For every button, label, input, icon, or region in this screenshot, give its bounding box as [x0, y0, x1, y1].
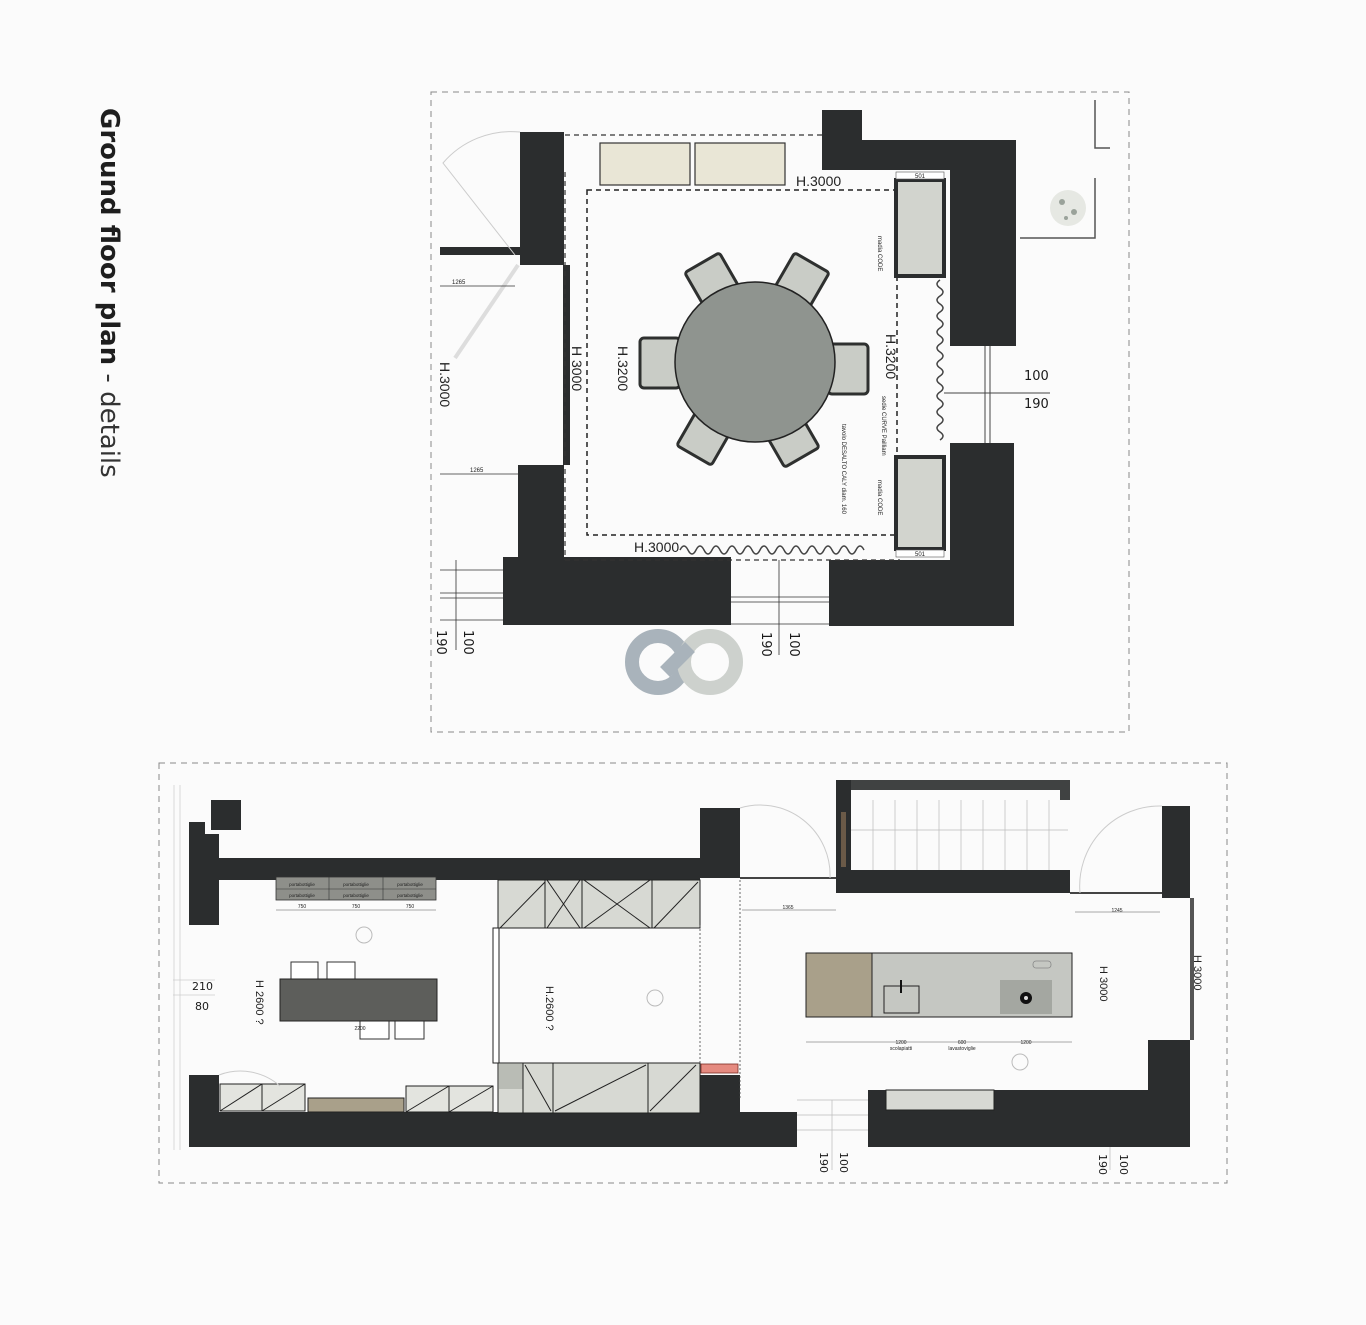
pantry-cabinets — [492, 879, 701, 1114]
height-living: H 2600 ? — [253, 980, 265, 1025]
sideboard-bottom — [894, 455, 946, 558]
dim-100-right: 100 — [786, 632, 801, 657]
curtain — [679, 545, 865, 555]
sideboard-label-bottom: madia CODE — [876, 480, 882, 515]
storage-grid — [851, 800, 1068, 870]
wine-rack-label: portabottiglie — [289, 882, 315, 887]
dim-190-left: 190 — [433, 630, 448, 655]
island-label-dishwasher: lavastoviglie — [948, 1046, 975, 1052]
round-dining-table — [674, 281, 836, 443]
height-left-inner: H 3000 — [569, 346, 585, 391]
person-icons — [355, 926, 1029, 1071]
plan-frame-bottom — [158, 762, 1228, 1184]
wine-rack-label: portabottiglie — [397, 893, 423, 898]
door-dim: 1365 — [782, 905, 793, 911]
dim-100-bottom-right: 100 — [1117, 1154, 1130, 1175]
dim-190-right: 190 — [758, 632, 773, 657]
height-left-outer: H.3000 — [437, 362, 453, 407]
wine-rack-label: portabottiglie — [343, 893, 369, 898]
wine-rack-width: 750 — [298, 904, 307, 910]
dim-lines-bottom-left — [440, 560, 829, 655]
sideboard-width-top: 501 — [915, 174, 926, 180]
living-table — [279, 961, 438, 1040]
height-rug-right: H.3200 — [883, 334, 899, 379]
height-bottom: H.3000 — [634, 539, 679, 555]
door-dim-top: 1265 — [452, 280, 466, 286]
table-width: 2200 — [354, 1026, 365, 1032]
height-top: H.3000 — [796, 173, 841, 189]
walls-bottom — [189, 780, 1190, 1147]
island-dim: 1200 — [1020, 1040, 1031, 1046]
wine-rack-width: 750 — [406, 904, 415, 910]
dim-190-window: 190 — [1024, 397, 1049, 412]
accent-panel — [700, 1063, 739, 1074]
dim-100-left: 100 — [460, 630, 475, 655]
door-dim-bottom: 1265 — [470, 468, 484, 474]
door-swing — [442, 131, 521, 256]
exterior-outline — [1020, 100, 1110, 239]
height-rug-left: H.3200 — [615, 346, 631, 391]
height-pantry: H.2600 ? — [543, 986, 555, 1031]
window-bench — [885, 1089, 995, 1111]
sideboard-top — [894, 171, 946, 278]
dim-190-bottom: 190 — [817, 1152, 830, 1173]
sideboard-label-top: madia CODE — [876, 236, 882, 271]
dim-100-window: 100 — [1024, 369, 1049, 384]
height-window: H 3000 — [1191, 955, 1203, 990]
wine-rack-width: 750 — [352, 904, 361, 910]
wine-rack — [275, 876, 437, 901]
wine-rack-label: portabottiglie — [397, 882, 423, 887]
wine-rack-label: portabottiglie — [343, 882, 369, 887]
window-right — [944, 346, 1050, 443]
rug-outline — [586, 189, 898, 536]
plant-icon — [1050, 190, 1086, 226]
base-cabinets-left — [219, 1083, 494, 1113]
watermark-logo — [625, 629, 743, 695]
dim-190-bottom-right: 190 — [1096, 1154, 1109, 1175]
island-dim: 600 — [958, 1040, 967, 1046]
kitchen-island — [805, 952, 1073, 1018]
dining-room-plan: 501 501 H.3000 H.3000 H.3000 H 3000 H.32… — [430, 91, 1130, 733]
door-dim: 1245 — [1111, 908, 1122, 914]
table-label: tavolo DESALTO CALY diam. 160 — [840, 424, 846, 515]
island-label-drainer: scolapiatti — [890, 1046, 912, 1052]
sofa — [599, 142, 786, 186]
dim-100-bottom: 100 — [837, 1152, 850, 1173]
left-dim-210: 210 — [192, 980, 213, 993]
island-dim: 1200 — [895, 1040, 906, 1046]
curtain-right — [936, 279, 944, 441]
walls — [440, 110, 1016, 626]
left-dim-80: 80 — [195, 1000, 209, 1013]
plan-frame — [430, 91, 1130, 733]
sideboard-width-bottom: 501 — [915, 552, 926, 558]
height-kitchen: H 3000 — [1097, 966, 1109, 1001]
chair-label: sedie CURVE Pailliam — [880, 396, 886, 456]
wine-rack-label: portabottiglie — [289, 893, 315, 898]
kitchen-living-plan: portabottiglie portabottiglie portabotti… — [158, 762, 1228, 1184]
